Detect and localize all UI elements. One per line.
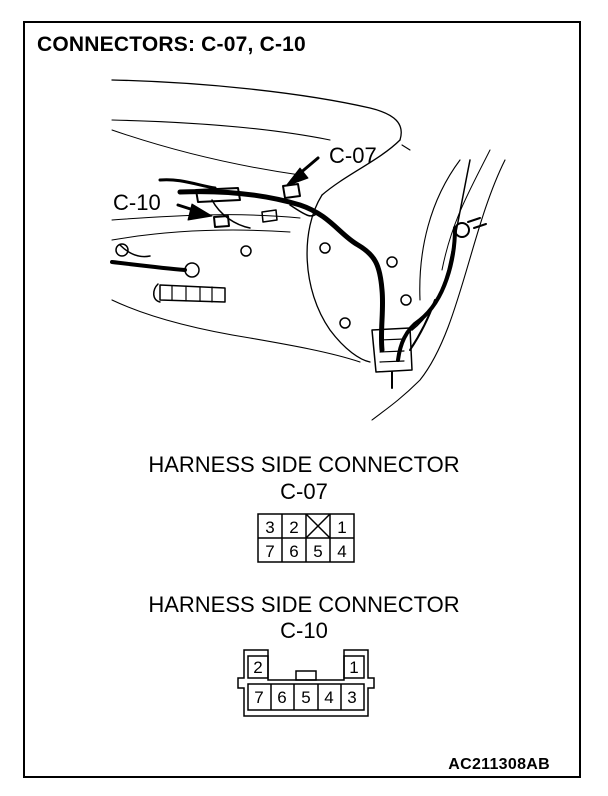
c10-pin: 2 xyxy=(253,658,262,677)
c10-pin: 3 xyxy=(347,688,356,707)
c07-pin: 1 xyxy=(337,518,346,537)
c07-pin: 7 xyxy=(265,542,274,561)
c10-pin: 7 xyxy=(254,688,263,707)
c10-pin: 1 xyxy=(349,658,358,677)
c10-heading: HARNESS SIDE CONNECTOR xyxy=(148,592,460,617)
c10-name: C-10 xyxy=(280,618,328,643)
c07-pin: 4 xyxy=(337,542,346,561)
c07-name: C-07 xyxy=(280,479,328,504)
figure-frame xyxy=(23,21,581,778)
callout-c10-label: C-10 xyxy=(113,190,161,215)
callout-c07-label: C-07 xyxy=(329,143,377,168)
c07-pin: 6 xyxy=(289,542,298,561)
c10-pin: 5 xyxy=(301,688,310,707)
c07-pin: 5 xyxy=(313,542,322,561)
c07-heading: HARNESS SIDE CONNECTOR xyxy=(148,452,460,477)
figure-title: CONNECTORS: C-07, C-10 xyxy=(37,33,306,56)
c10-pin: 6 xyxy=(277,688,286,707)
c07-pin: 3 xyxy=(265,518,274,537)
figure-code: AC211308AB xyxy=(448,756,550,773)
c10-pin: 4 xyxy=(324,688,333,707)
c07-pin: 2 xyxy=(289,518,298,537)
